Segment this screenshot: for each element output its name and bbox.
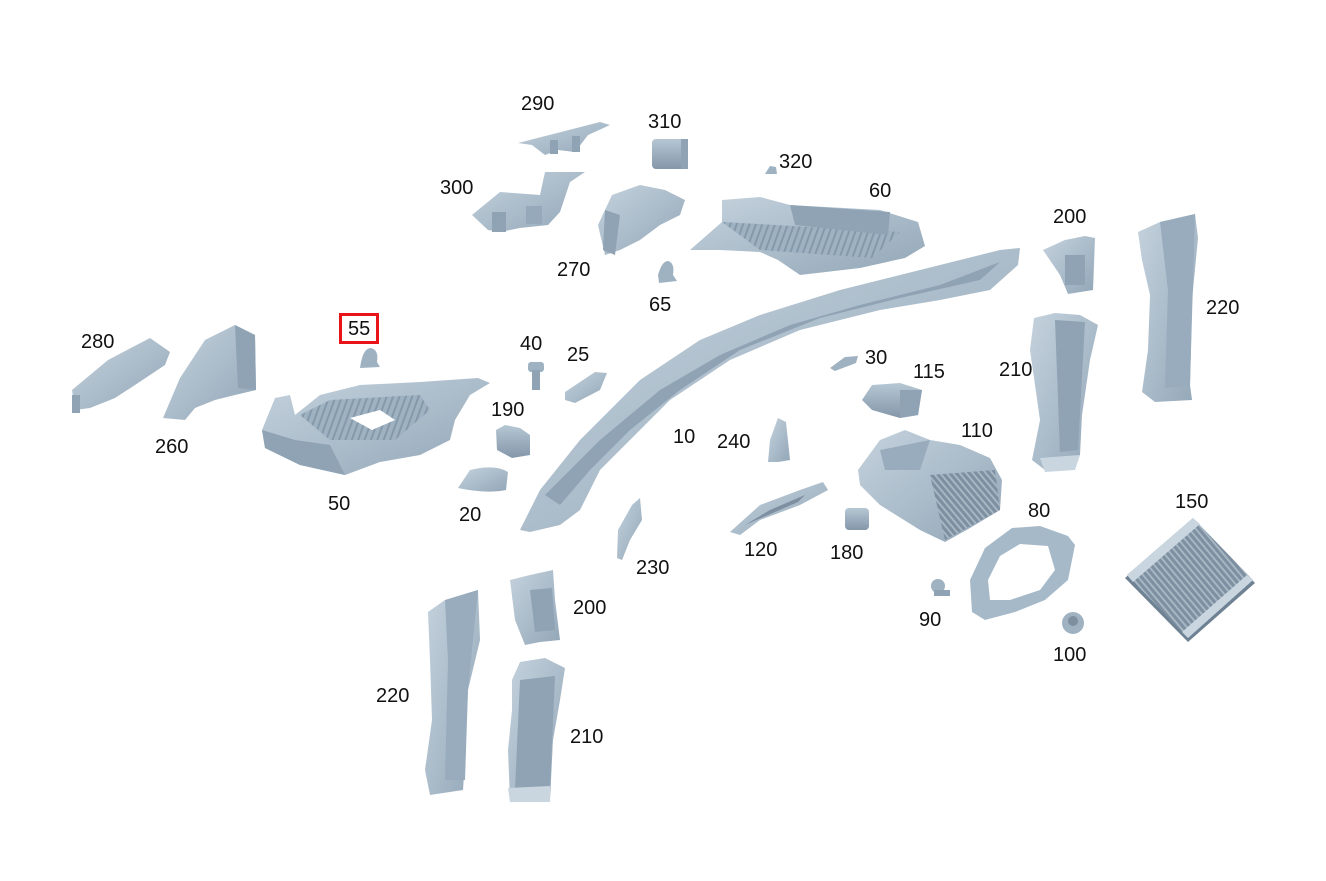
- part-290[interactable]: [518, 122, 610, 155]
- part-20[interactable]: [458, 467, 508, 492]
- label-25[interactable]: 25: [567, 344, 590, 366]
- part-230[interactable]: [617, 498, 642, 560]
- label-270[interactable]: 270: [557, 259, 591, 281]
- part-55[interactable]: [360, 348, 380, 368]
- label-210-upper[interactable]: 210: [999, 359, 1033, 381]
- label-280[interactable]: 280: [81, 331, 115, 353]
- label-90[interactable]: 90: [919, 609, 942, 631]
- label-200-lower[interactable]: 200: [573, 597, 607, 619]
- part-40[interactable]: [528, 362, 544, 390]
- part-65[interactable]: [658, 261, 677, 283]
- part-110[interactable]: [858, 430, 1002, 542]
- label-30[interactable]: 30: [865, 347, 888, 369]
- part-80[interactable]: [970, 526, 1075, 620]
- part-320[interactable]: [765, 166, 777, 174]
- part-280[interactable]: [72, 338, 170, 413]
- label-150[interactable]: 150: [1175, 491, 1209, 513]
- label-240[interactable]: 240: [717, 431, 751, 453]
- part-200-upper[interactable]: [1043, 236, 1095, 294]
- part-25[interactable]: [565, 372, 607, 403]
- part-200-lower[interactable]: [510, 570, 560, 645]
- label-50[interactable]: 50: [328, 493, 351, 515]
- label-220-lower[interactable]: 220: [376, 685, 410, 707]
- part-60[interactable]: [690, 197, 925, 275]
- label-320[interactable]: 320: [779, 151, 813, 173]
- part-100[interactable]: [1062, 612, 1084, 634]
- label-180[interactable]: 180: [830, 542, 864, 564]
- label-230[interactable]: 230: [636, 557, 670, 579]
- part-270[interactable]: [598, 185, 685, 255]
- label-200-upper[interactable]: 200: [1053, 206, 1087, 228]
- label-10[interactable]: 10: [673, 426, 696, 448]
- part-210-lower[interactable]: [508, 658, 565, 802]
- part-260[interactable]: [163, 325, 256, 420]
- part-115[interactable]: [862, 383, 922, 418]
- label-190[interactable]: 190: [491, 399, 525, 421]
- label-100[interactable]: 100: [1053, 644, 1087, 666]
- part-310[interactable]: [652, 139, 688, 169]
- label-60[interactable]: 60: [869, 180, 892, 202]
- label-65[interactable]: 65: [649, 294, 672, 316]
- label-120[interactable]: 120: [744, 539, 778, 561]
- label-20[interactable]: 20: [459, 504, 482, 526]
- part-300[interactable]: [472, 172, 585, 232]
- part-10[interactable]: [520, 248, 1020, 532]
- label-55-highlighted[interactable]: 55: [339, 313, 380, 344]
- part-220-lower[interactable]: [425, 590, 480, 795]
- label-210-lower[interactable]: 210: [570, 726, 604, 748]
- part-190[interactable]: [496, 425, 530, 458]
- label-310[interactable]: 310: [648, 111, 682, 133]
- part-210-upper[interactable]: [1030, 313, 1098, 472]
- part-30[interactable]: [830, 356, 858, 371]
- part-180[interactable]: [845, 508, 869, 530]
- part-90[interactable]: [931, 579, 950, 596]
- part-240[interactable]: [768, 418, 790, 462]
- label-290[interactable]: 290: [521, 93, 555, 115]
- part-220-upper[interactable]: [1138, 214, 1198, 402]
- label-300[interactable]: 300: [440, 177, 474, 199]
- part-120[interactable]: [730, 482, 828, 535]
- label-40[interactable]: 40: [520, 333, 543, 355]
- label-110[interactable]: 110: [961, 420, 993, 442]
- part-50[interactable]: [262, 378, 490, 475]
- label-260[interactable]: 260: [155, 436, 189, 458]
- label-220-upper[interactable]: 220: [1206, 297, 1240, 319]
- label-80[interactable]: 80: [1028, 500, 1051, 522]
- part-150[interactable]: [1125, 518, 1255, 642]
- label-115[interactable]: 115: [913, 361, 945, 383]
